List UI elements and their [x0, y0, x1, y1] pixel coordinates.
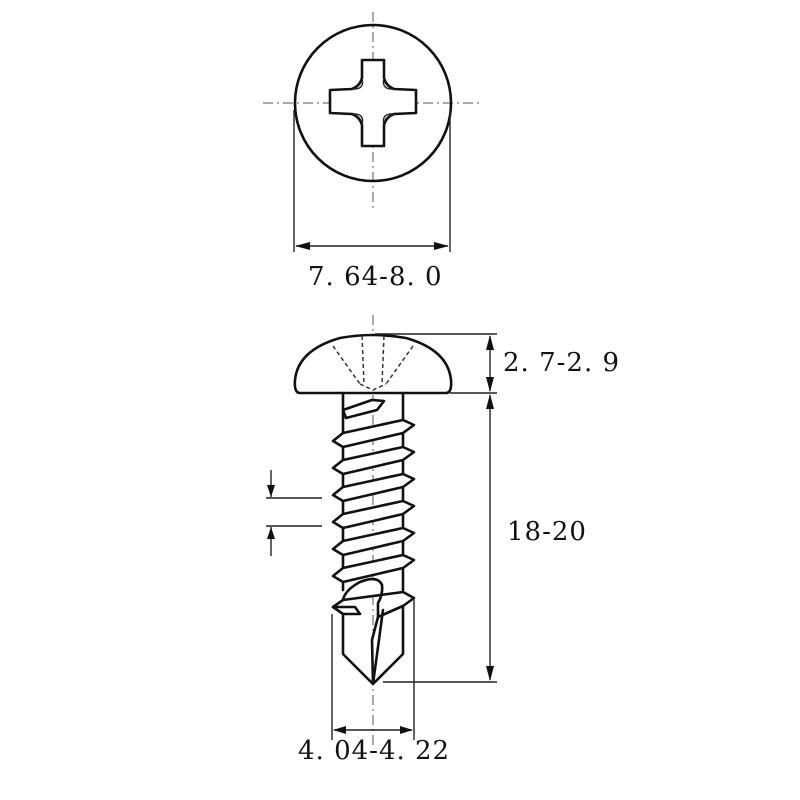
length-label: 18-20 — [507, 517, 587, 547]
head-diameter-label: 7. 64-8. 0 — [308, 262, 443, 292]
arrowhead-point-left — [333, 726, 346, 734]
thread-crests — [331, 398, 416, 584]
head-height-label: 2. 7-2. 9 — [503, 348, 621, 378]
pitch-arrowhead-up — [267, 527, 275, 539]
arrowhead-down — [486, 377, 494, 392]
arrowhead-right — [434, 242, 449, 250]
point-diameter-label: 4. 04-4. 22 — [298, 736, 451, 766]
drill-flute-edge — [371, 608, 385, 686]
arrowhead-point-right — [400, 726, 413, 734]
top-view — [263, 12, 483, 252]
phillips-core — [351, 77, 395, 126]
pitch-arrowhead-down — [267, 485, 275, 497]
drill-point — [331, 598, 405, 686]
phillips-recess-icon — [328, 58, 418, 148]
arrowhead-length-down — [486, 666, 494, 681]
drill-notch — [331, 605, 362, 616]
arrowhead-up — [486, 335, 494, 350]
recess-hidden-lines — [332, 335, 414, 391]
pan-head — [293, 333, 453, 395]
arrowhead-left — [295, 242, 310, 250]
side-view — [266, 315, 497, 745]
arrowhead-length-up — [486, 394, 494, 409]
drill-flute — [341, 577, 416, 619]
head-circle — [293, 23, 453, 183]
